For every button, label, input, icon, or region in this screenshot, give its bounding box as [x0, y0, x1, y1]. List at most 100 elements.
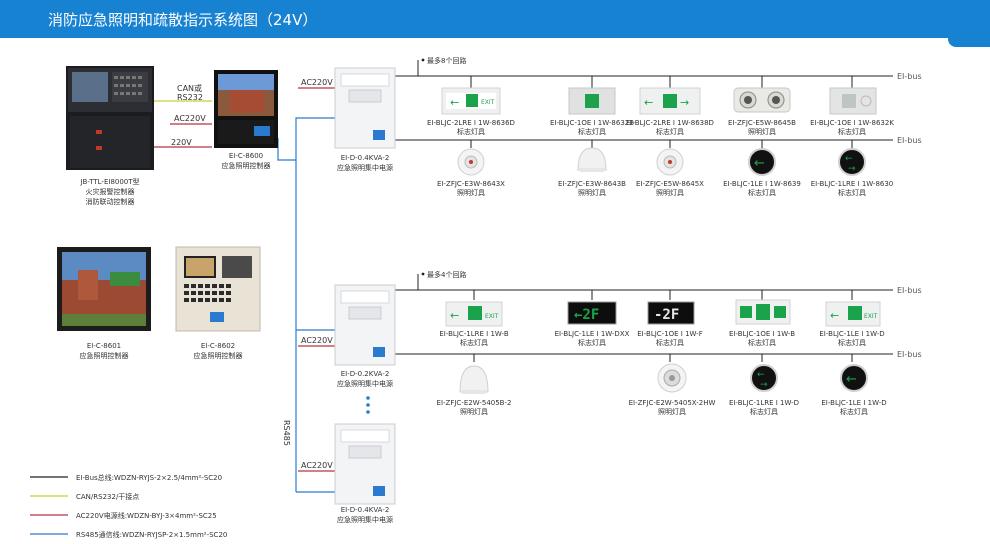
g1r1-1-type: 标志灯具	[457, 127, 485, 136]
g2r2-4-type: 标志灯具	[840, 407, 868, 416]
ps3-label-2: 应急照明集中电源	[337, 515, 393, 524]
jb-label-2: 火灾报警控制器	[86, 187, 135, 196]
g2r2-4-model: EI-BLJC-1LE I 1W-D	[821, 399, 886, 407]
fixture-g1r1-4: EI-ZFJC-E5W-8645B 照明灯具	[728, 87, 796, 136]
g1r2-5-type: 标志灯具	[838, 188, 866, 197]
jb-label-3: 消防联动控制器	[86, 197, 135, 206]
fixture-g1r1-2: EI-BLJC-1OE I 1W-8632B 标志灯具	[550, 87, 634, 136]
fixture-g2r2-3: ← → EI-BLJC-1LRE I 1W-D 标志灯具	[729, 364, 799, 416]
ps1-label-2: 应急照明集中电源	[337, 163, 393, 172]
ellipsis-dots	[366, 396, 370, 414]
g2r1-3-model: EI-BLJC-1OE I 1W-F	[637, 330, 703, 338]
fixture-g2r1-5: ← EXIT EI-BLJC-1LE I 1W-D 标志灯具	[819, 301, 885, 347]
g2r1-1-type: 标志灯具	[460, 338, 488, 347]
legend: EI-Bus总线:WDZN-RYJS-2×2.5/4mm²-SC20 CAN/R…	[30, 473, 227, 539]
ac220-label-ps3: AC220V	[301, 461, 333, 470]
power-supply-3: EI-D-0.4KVA-2 应急照明集中电源	[334, 423, 396, 524]
g2r1-3-type: 标志灯具	[656, 338, 684, 347]
svg-text:EXIT: EXIT	[864, 313, 878, 320]
fixture-g2r1-2: ←2F EI-BLJC-1LE I 1W-DXX 标志灯具	[555, 301, 630, 347]
svg-text:←: ←	[644, 96, 653, 109]
c8602-controller: EI-C-8602 应急照明控制器	[175, 246, 261, 360]
c8601-controller: EI-C-8601 应急照明控制器	[57, 247, 151, 360]
c8600-label-2: 应急照明控制器	[222, 161, 271, 170]
ac220-label-a: AC220V	[174, 114, 206, 123]
fixture-g1r2-5: ← → EI-BLJC-1LRE I 1W-8630 标志灯具	[811, 148, 894, 197]
g1r2-4-model: EI-BLJC-1LE I 1W-8639	[723, 180, 801, 188]
svg-text:EXIT: EXIT	[481, 99, 495, 106]
c8600-label-1: EI-C-8600	[229, 152, 263, 160]
g1r1-5-type: 标志灯具	[838, 127, 866, 136]
g2r1-2-type: 标志灯具	[578, 338, 606, 347]
fixture-g1r2-2: EI-ZFJC-E3W-8643B 照明灯具	[558, 147, 626, 197]
g2r1-1-model: EI-BLJC-1LRE I 1W-B	[439, 330, 508, 338]
c8600-controller: EI-C-8600 应急照明控制器	[214, 70, 278, 170]
ps1-label-1: EI-D-0.4KVA-2	[341, 154, 390, 162]
c8601-label-2: 应急照明控制器	[80, 351, 129, 360]
title-bar: 消防应急照明和疏散指示系统图（24V）	[0, 0, 990, 38]
g1r2-3-type: 照明灯具	[656, 188, 684, 197]
ac220-label-ps2: AC220V	[301, 336, 333, 345]
bus-label-2b: EI-bus	[897, 350, 922, 359]
power-supply-1: EI-D-0.4KVA-2 应急照明集中电源	[334, 67, 396, 172]
fixture-g1r2-1: EI-ZFJC-E3W-8643X 照明灯具	[437, 148, 505, 197]
g2r1-3-sign-text: -2F	[654, 307, 679, 323]
page-title: 消防应急照明和疏散指示系统图（24V）	[48, 11, 318, 29]
g2r2-2-model: EI-ZFJC-E2W-5405X-2HW	[629, 399, 716, 407]
fixture-g2r1-3: -2F EI-BLJC-1OE I 1W-F 标志灯具	[637, 301, 703, 347]
svg-text:→: →	[760, 380, 768, 390]
g1r2-5-model: EI-BLJC-1LRE I 1W-8630	[811, 180, 894, 188]
ps2-label-2: 应急照明集中电源	[337, 379, 393, 388]
fixture-g1r1-3: ← → EI-BLJC-2LRE I 1W-8638D 标志灯具	[626, 87, 714, 136]
fixture-g2r2-4: ← EI-BLJC-1LE I 1W-D 标志灯具	[821, 364, 887, 416]
g1r2-1-type: 照明灯具	[457, 188, 485, 197]
bus-label-1a: EI-bus	[897, 72, 922, 81]
g2r2-3-model: EI-BLJC-1LRE I 1W-D	[729, 399, 799, 407]
fixture-g1r1-5: EI-BLJC-1OE I 1W-8632K 标志灯具	[810, 87, 894, 136]
svg-text:←: ←	[757, 370, 765, 380]
g1r1-3-model: EI-BLJC-2LRE I 1W-8638D	[626, 119, 714, 127]
g1r1-2-model: EI-BLJC-1OE I 1W-8632B	[550, 119, 634, 127]
bus-label-1b: EI-bus	[897, 136, 922, 145]
fixture-g2r1-1: ← EXIT EI-BLJC-1LRE I 1W-B 标志灯具	[439, 301, 509, 347]
g2r2-1-model: EI-ZFJC-E2W-5405B-2	[437, 399, 512, 407]
ac220-label-ps1: AC220V	[301, 78, 333, 87]
jb-label-1: JB-TTL-EI8000T型	[79, 177, 139, 186]
g1r1-5-model: EI-BLJC-1OE I 1W-8632K	[810, 119, 894, 127]
loops-label-2: 最多4个回路	[427, 270, 466, 279]
rs485-label: RS485	[282, 420, 291, 446]
rs232-label: RS232	[177, 93, 203, 102]
g1r1-3-type: 标志灯具	[656, 127, 684, 136]
wires	[154, 60, 893, 493]
title-bar-tab	[948, 38, 990, 47]
fixture-g1r2-3: EI-ZFJC-E5W-8645X 照明灯具	[636, 148, 704, 197]
g1r1-2-type: 标志灯具	[578, 127, 606, 136]
g2r1-5-model: EI-BLJC-1LE I 1W-D	[819, 330, 884, 338]
g2r2-1-type: 照明灯具	[460, 407, 488, 416]
g1r1-4-model: EI-ZFJC-E5W-8645B	[728, 119, 796, 127]
g1r1-4-type: 照明灯具	[748, 127, 776, 136]
svg-text:←: ←	[450, 309, 459, 322]
g1r2-4-type: 标志灯具	[748, 188, 776, 197]
g1r2-2-model: EI-ZFJC-E3W-8643B	[558, 180, 626, 188]
g2r1-2-model: EI-BLJC-1LE I 1W-DXX	[555, 330, 630, 338]
svg-text:←: ←	[830, 309, 839, 322]
v220-label: 220V	[171, 138, 192, 147]
g1r2-3-model: EI-ZFJC-E5W-8645X	[636, 180, 704, 188]
g2r1-5-type: 标志灯具	[838, 338, 866, 347]
fixture-g2r2-1: EI-ZFJC-E2W-5405B-2 照明灯具	[437, 365, 512, 416]
svg-text:EXIT: EXIT	[485, 313, 499, 320]
svg-text:←: ←	[754, 156, 765, 171]
ps3-label-1: EI-D-0.4KVA-2	[341, 506, 390, 514]
jb-controller: JB-TTL-EI8000T型 火灾报警控制器 消防联动控制器	[66, 66, 154, 206]
c8602-label-1: EI-C-8602	[201, 342, 235, 350]
g2r1-4-model: EI-BLJC-1OE I 1W-B	[729, 330, 795, 338]
g1r2-1-model: EI-ZFJC-E3W-8643X	[437, 180, 505, 188]
fixture-g2r1-4: EI-BLJC-1OE I 1W-B 标志灯具	[729, 299, 795, 347]
fixture-g2r2-2: EI-ZFJC-E2W-5405X-2HW 照明灯具	[629, 363, 716, 416]
legend-label-bus: EI-Bus总线:WDZN-RYJS-2×2.5/4mm²-SC20	[76, 473, 222, 482]
g2r2-3-type: 标志灯具	[750, 407, 778, 416]
svg-text:←: ←	[450, 96, 459, 109]
